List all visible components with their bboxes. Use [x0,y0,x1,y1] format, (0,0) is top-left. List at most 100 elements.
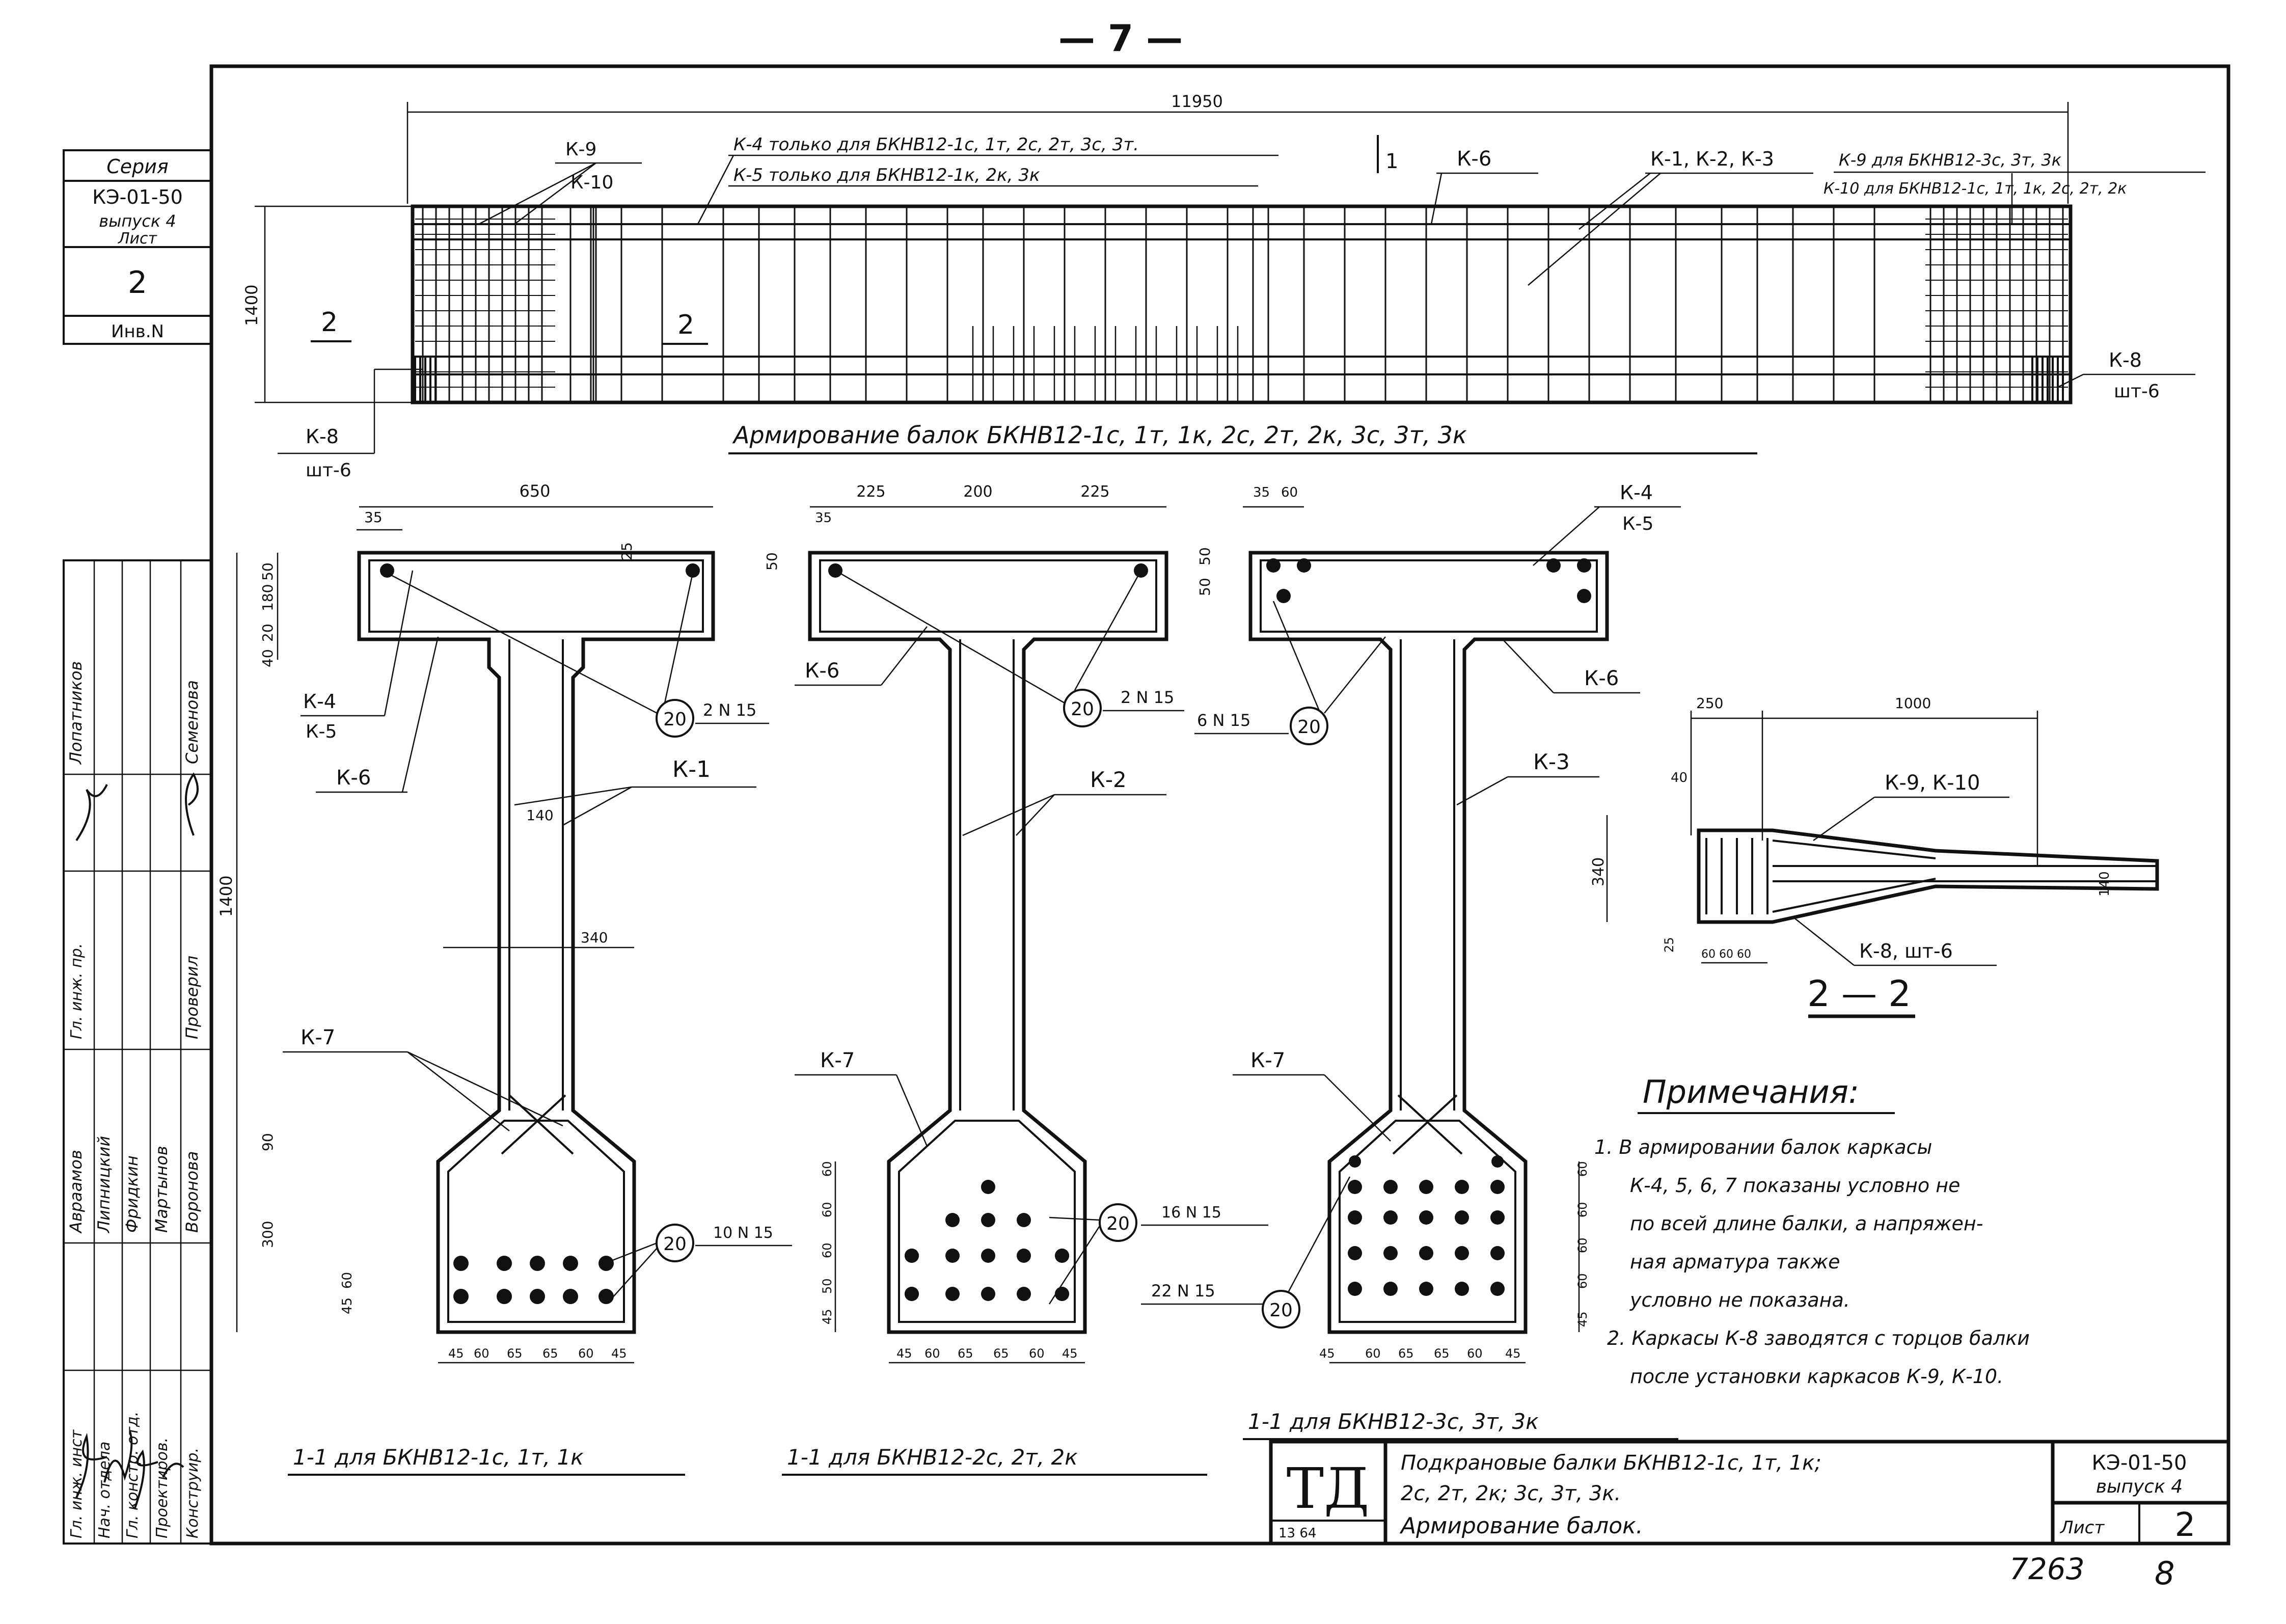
s1-bdim-3: 65 [542,1346,558,1361]
rebar-dot [981,1249,995,1263]
s2-circle-bot: 20 [1106,1213,1130,1234]
rebar-dot [1455,1180,1469,1194]
s3-title: 1-1 для БКНВ12-3с, 3т, 3к [1248,1409,1539,1434]
rebar-dot [453,1256,469,1271]
rebar-dot [380,563,394,578]
s22-dim-340: 340 [1590,857,1608,886]
s2-sdim-4: 45 [820,1309,834,1324]
rebar-dot [1419,1180,1433,1194]
s1-k5: К-5 [306,721,337,742]
tb-line1: Подкрановые балки БКНВ12-1с, 1т, 1к; [1401,1451,1821,1475]
s3-dim-50: 50 [1196,547,1213,565]
rebar-dot [1419,1282,1433,1296]
side-issue: выпуск 4 [99,211,176,231]
tb-line3: Армирование балок. [1399,1513,1643,1539]
elev-sht6-left: шт-6 [306,460,351,481]
s3-rebar-dots [1266,558,1591,1296]
s22-dim-250: 250 [1696,695,1723,712]
s22-title: 2 — 2 [1807,973,1911,1015]
elev-k6: К-6 [1457,147,1491,171]
rebar-dot [981,1180,995,1194]
rebar-dot [1055,1287,1069,1301]
rebar-dot [1383,1282,1398,1296]
s3-k7: К-7 [1250,1049,1285,1072]
stamp-name-4: Воронова [182,1151,202,1233]
s2-top-bars: 2 N 15 [1121,688,1174,707]
section-3: 35 60 50 50 К-4 К-5 К-6 К-3 К-7 20 6 N 1… [1141,481,1681,1440]
stamp-name-1: Липницкий [94,1136,114,1233]
section-2-2: 250 1000 40 340 140 25 К-9, К-10 К-8, шт… [1590,695,2159,1018]
s2-k6: К-6 [805,659,839,683]
s1-dim-top: 650 [519,481,550,501]
rebar-dot [1348,1210,1362,1225]
footer-num-1: 7263 [2009,1552,2085,1586]
elev-k8-left: К-8 [306,425,339,448]
s22-dim-40: 40 [1671,770,1688,786]
elev-height-dim: 1400 [242,285,261,326]
s1-dim-60: 60 [340,1272,355,1289]
rebar-dot [945,1287,960,1301]
elev-k9: К-9 [565,139,596,160]
note-line-5: 2. Каркасы К-8 заводятся с торцов балки [1607,1327,2030,1349]
s2-dim-2: 225 [1080,483,1109,501]
elev-sht6-right: шт-6 [2114,381,2160,402]
side-sheet-no: 2 [128,265,147,301]
s3-circle-bot: 20 [1269,1300,1293,1321]
s1-k1: К-1 [672,756,711,782]
s1-dim-40: 40 [259,649,276,667]
elev-k8-right: К-8 [2109,349,2142,371]
s1-dim-45: 45 [340,1297,355,1314]
s1-dim-50: 50 [259,562,276,581]
tb-line2: 2с, 2т, 2к; 3с, 3т, 3к. [1401,1482,1621,1505]
stamp-role-1: Нач. отдела [96,1442,114,1538]
s3-bdim-5: 45 [1505,1346,1521,1361]
title-block: ТД 13 64 Подкрановые балки БКНВ12-1с, 1т… [1269,1440,2230,1546]
s3-sdim-0: 60 [1575,1161,1590,1177]
rebar-dot [1546,558,1561,573]
s1-bdim-2: 65 [507,1346,523,1361]
s2-dim-0: 225 [856,483,885,501]
rebar-dot [530,1289,545,1304]
note-line-3: ная арматура также [1630,1251,1840,1273]
rebar-dot [1419,1210,1433,1225]
s1-top-bars: 2 N 15 [703,700,756,720]
rebar-dot [497,1289,512,1304]
rebar-dot [1276,589,1291,603]
s3-k3: К-3 [1533,749,1570,774]
rebar-dot [1491,1155,1504,1168]
rebar-dot [1017,1287,1031,1301]
s2-bdim-1: 60 [924,1346,940,1361]
rebar-dot [1348,1246,1362,1260]
note-line-0: 1. В армировании балок каркасы [1594,1136,1932,1158]
stamp-role-2: Гл. констр. отд. [124,1412,142,1538]
s3-sdim-1: 60 [1575,1202,1590,1217]
s1-bdim-4: 60 [578,1346,594,1361]
rebar-dot [1017,1249,1031,1263]
rebar-dot [1348,1282,1362,1296]
s2-k2: К-2 [1090,767,1127,792]
tb-series: КЭ-01-50 [2092,1451,2187,1475]
notes-heading: Примечания: [1643,1073,1859,1111]
s1-dim-90: 90 [259,1133,276,1151]
elev-length-dim: 11950 [1171,92,1223,111]
s2-sdim-1: 60 [820,1202,834,1217]
rebar-dot [1455,1282,1469,1296]
page-number: — 7 — [1058,17,1183,60]
rebar-dot [598,1289,614,1304]
note-line-6: после установки каркасов К-9, К-10. [1630,1365,2003,1388]
rebar-dot [563,1289,578,1304]
s3-dim-50b: 50 [1196,578,1213,596]
s2-bdim-0: 45 [896,1346,912,1361]
s2-sdim-0: 60 [820,1161,834,1177]
tb-sheet-no: 2 [2175,1506,2196,1544]
s2-bdim-4: 60 [1029,1346,1045,1361]
rebar-dot [945,1249,960,1263]
s2-sdim-3: 50 [820,1278,834,1294]
s1-dim-300: 300 [259,1221,276,1248]
elev-section-mark: 1 [1385,150,1398,173]
stamp-name-right-1: Семенова [182,680,202,764]
s1-dim-340: 340 [581,929,608,946]
rebar-dot [1055,1249,1069,1263]
rebar-dot [1266,558,1281,573]
